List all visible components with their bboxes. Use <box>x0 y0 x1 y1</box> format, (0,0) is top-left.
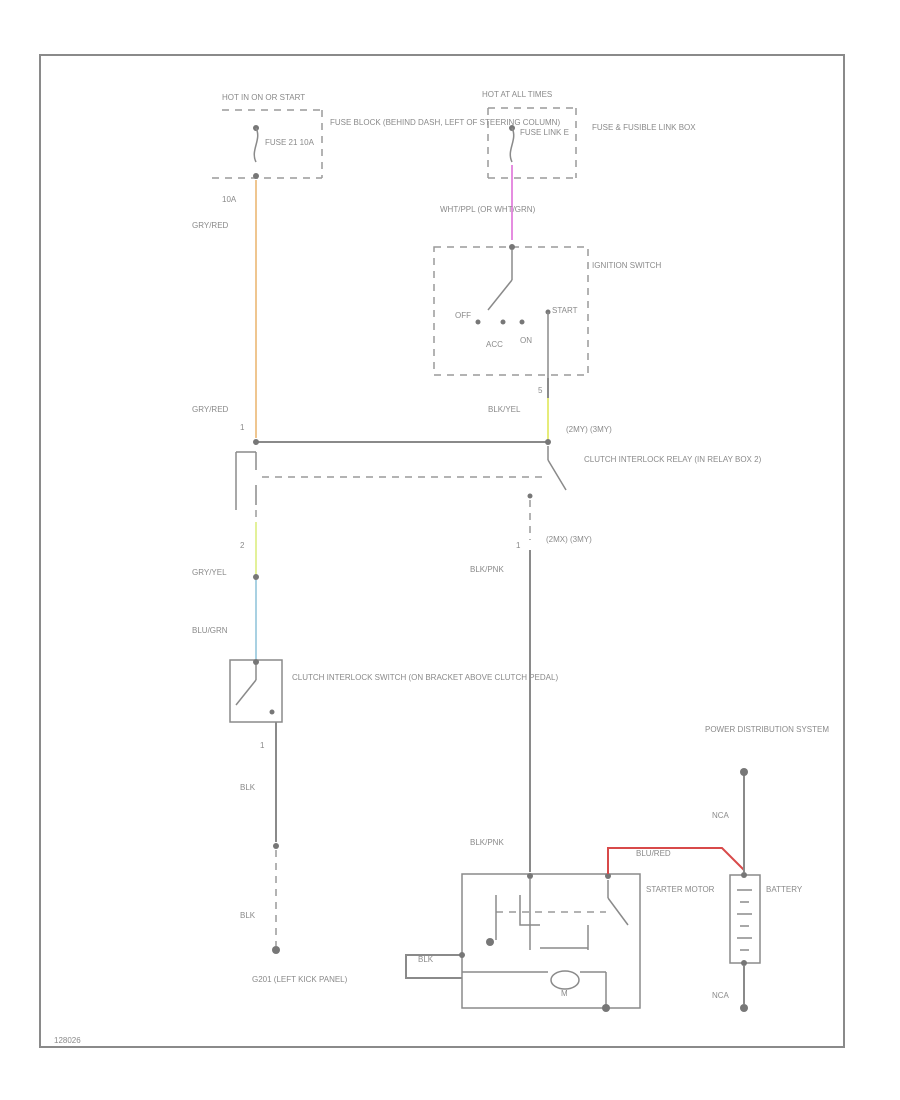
starter-motor: M STARTER MOTOR <box>461 873 715 1012</box>
label-gry-red-top: GRY/RED <box>192 221 229 230</box>
label-wht-ppl: WHT/PPL (OR WHT/GRN) <box>440 205 536 214</box>
label-blk-pnk-low: BLK/PNK <box>470 838 504 847</box>
ign-out-pin: 5 <box>538 386 543 395</box>
label-gry-red-mid: GRY/RED <box>192 405 229 414</box>
fuse-block-location: FUSE BLOCK (BEHIND DASH, LEFT OF STEERIN… <box>330 118 560 127</box>
fuse-link-label: FUSE LINK E <box>520 128 569 137</box>
label-nca-bottom: NCA <box>712 991 730 1000</box>
label-blk-lower: BLK <box>240 911 256 920</box>
label-gry-yel: GRY/YEL <box>192 568 227 577</box>
wire-blu-red <box>607 847 745 874</box>
fuse-block: HOT IN ON OR START FUSE 21 10A FUSE BLOC… <box>212 93 560 204</box>
battery: BATTERY <box>729 872 803 966</box>
fusible-link-box: HOT AT ALL TIMES FUSE LINK E FUSE & FUSI… <box>482 90 696 179</box>
label-nca-top: NCA <box>712 811 730 820</box>
relay-left-pin-bottom: 2 <box>240 541 245 550</box>
relay-label: CLUTCH INTERLOCK RELAY (IN RELAY BOX 2) <box>584 455 762 464</box>
label-blk-upper: BLK <box>240 783 256 792</box>
clutch-interlock-switch: CLUTCH INTERLOCK SWITCH (ON BRACKET ABOV… <box>229 659 558 750</box>
relay-left-pin-top: 1 <box>240 423 245 432</box>
label-blk-motor: BLK <box>418 955 434 964</box>
motor-symbol: M <box>561 989 568 998</box>
label-blk-pnk-mid: BLK/PNK <box>470 565 504 574</box>
battery-label: BATTERY <box>766 885 803 894</box>
diagram-id: 128026 <box>54 1036 81 1045</box>
starter-motor-label: STARTER MOTOR <box>646 885 715 894</box>
label-blu-grn: BLU/GRN <box>192 626 228 635</box>
ign-pos-on: ON <box>520 336 532 345</box>
ignition-switch: OFF ACC ON START IGNITION SWITCH 5 <box>433 244 662 395</box>
fusible-link-hot-label: HOT AT ALL TIMES <box>482 90 552 99</box>
ignition-switch-label: IGNITION SWITCH <box>592 261 662 270</box>
relay-pin-bottom: (2MX) (3MY) <box>546 535 592 544</box>
fuse-21-label: FUSE 21 10A <box>265 138 315 147</box>
fusible-link-location: FUSE & FUSIBLE LINK BOX <box>592 123 696 132</box>
fuse-block-hot-label: HOT IN ON OR START <box>222 93 305 102</box>
diagram-border <box>39 54 845 1048</box>
ign-pos-off: OFF <box>455 311 471 320</box>
label-blk-yel: BLK/YEL <box>488 405 521 414</box>
clutch-interlock-relay: 1 (2MY) (3MY) CLUTCH INTERLOCK RELAY (IN… <box>235 423 762 550</box>
ign-pos-start: START <box>552 306 578 315</box>
clutch-switch-label: CLUTCH INTERLOCK SWITCH (ON BRACKET ABOV… <box>292 673 558 682</box>
relay-pin-top: (2MY) (3MY) <box>566 425 612 434</box>
power-distribution-label: POWER DISTRIBUTION SYSTEM <box>705 725 829 734</box>
ign-pos-acc: ACC <box>486 340 503 349</box>
ground-label: G201 (LEFT KICK PANEL) <box>252 975 348 984</box>
clutch-switch-pin: 1 <box>260 741 265 750</box>
relay-right-pin-bottom: 1 <box>516 541 521 550</box>
label-blu-red: BLU/RED <box>636 849 671 858</box>
fuse-wire-marker: 10A <box>222 195 237 204</box>
